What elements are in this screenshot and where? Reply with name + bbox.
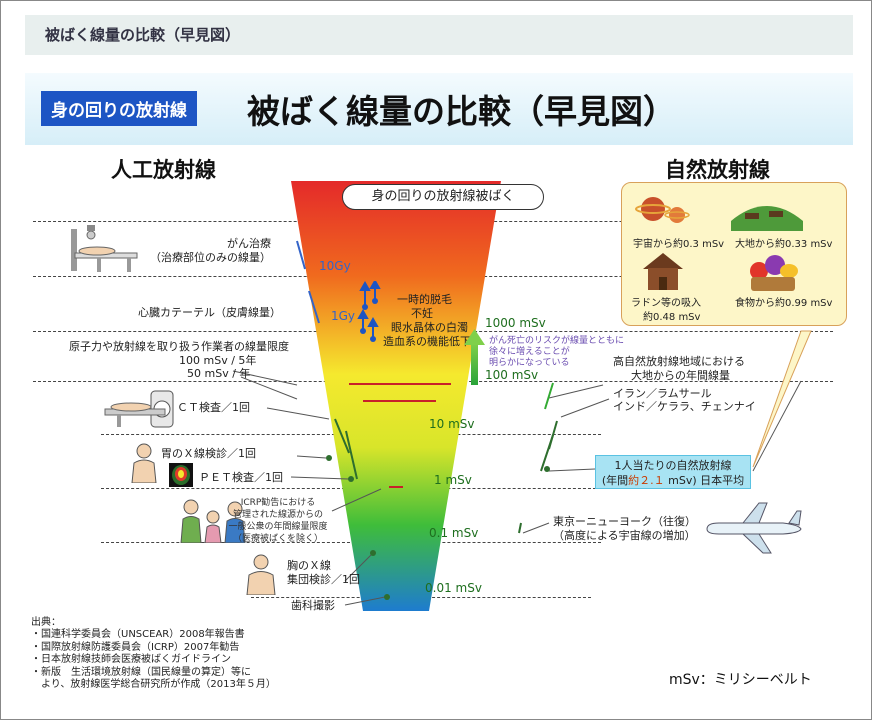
top-bar-title: 被ばく線量の比較（早見図） [45, 26, 241, 44]
radon-house-icon [643, 253, 683, 290]
tick-1gy: 1Gy [331, 309, 356, 323]
source-line: ・日本放射線技師会医療被ばくガイドライン [31, 654, 231, 666]
icrp-label-3: 一般公衆の年間線量限度 [228, 522, 328, 532]
funnel-title: 身の回りの放射線被ばく [342, 184, 544, 210]
source-line: より、放射線医学総合研究所が作成（2013年５月） [31, 679, 276, 691]
page-title: 被ばく線量の比較（早見図） [247, 92, 676, 131]
natural-heading: 自然放射線 [665, 158, 770, 182]
source-line: ・国際放射線防護委員会（ICRP）2007年勧告 [31, 641, 240, 653]
icrp-label-1: ICRP勧告における [240, 498, 316, 508]
ground-field-icon [731, 206, 803, 231]
natural-radon-label-1: ラドン等の吸入 [631, 298, 701, 309]
pet-scan-brain-icon [169, 463, 193, 487]
icrp-label-2: 管理された線源からの [232, 510, 323, 520]
effect-sterility: 不妊 [411, 307, 433, 320]
cancer-therapy-label: がん治療 [227, 237, 271, 250]
high-area-label-3: イラン／ラムサール [613, 387, 712, 400]
sources-list: 出典： ・国連科学委員会（UNSCEAR）2008年報告書 ・国際放射線防護委員… [31, 617, 276, 691]
funnel-body [291, 181, 501, 611]
artificial-heading: 人工放射線 [111, 158, 216, 182]
cancer-risk-note-3: 明らかになっている [489, 358, 570, 368]
japan-average-value: 約２.１ [628, 474, 665, 487]
ct-scanner-icon [104, 390, 174, 428]
chest-xray-label-1: 胸のＸ線 [287, 559, 331, 572]
worker-limit-5y: 100 mSv / 5年 [179, 354, 257, 367]
japan-average-line-2: (年間約２.１ mSv) 日本平均 [596, 473, 750, 488]
japan-average-line-1: 1人当たりの自然放射線 [614, 459, 732, 472]
space-planet-icon [635, 197, 690, 223]
worker-limit-label: 原子力や放射線を取り扱う作業者の線量限度 [69, 340, 289, 353]
japan-average-box: 1人当たりの自然放射線 (年間約２.１ mSv) 日本平均 [595, 455, 751, 489]
ct-label: ＣＴ検査／1回 [177, 401, 250, 414]
stomach-xray-person-icon [131, 443, 157, 483]
food-basket-icon [750, 255, 798, 291]
topic-badge: 身の回りの放射線 [41, 91, 197, 126]
sources-heading: 出典： [31, 617, 61, 628]
effect-cataract: 眼水晶体の白濁 [391, 321, 468, 334]
unit-note: mSv：ミリシーベルト [669, 672, 812, 688]
japan-average-post: mSv) 日本平均 [664, 474, 745, 487]
worker-limit-1y: 50 mSv / 年 [187, 367, 251, 380]
source-line: ・国連科学委員会（UNSCEAR）2008年報告書 [31, 629, 245, 641]
natural-radon-label-2: 約0.48 mSv [643, 312, 701, 323]
cancer-risk-arrow [464, 329, 485, 385]
family-icon [180, 499, 246, 543]
tick-10msv: 10 mSv [429, 417, 475, 431]
therapy-bed-icon [71, 225, 138, 272]
effect-arrows [357, 281, 381, 342]
icrp-label-4: （医療被ばくを除く） [232, 534, 323, 544]
chest-xray-person-icon [246, 554, 276, 595]
tick-1000msv: 1000 mSv [485, 316, 546, 330]
flight-label-1: 東京ーニューヨーク（往復） [553, 515, 696, 528]
high-area-label-2: 大地からの年間線量 [631, 369, 730, 382]
tick-10gy: 10Gy [319, 259, 351, 273]
natural-ground-label: 大地から約0.33 mSv [735, 239, 833, 250]
tick-0-01msv: 0.01 mSv [425, 581, 482, 595]
effect-hair-loss: 一時的脱毛 [397, 293, 452, 306]
natural-space-label: 宇宙から約0.3 mSv [633, 239, 725, 250]
pet-label: ＰＥＴ検査／1回 [199, 471, 283, 484]
japan-average-pre: (年間 [601, 474, 629, 487]
tick-0-1msv: 0.1 mSv [429, 526, 479, 540]
guide-line [101, 542, 601, 543]
high-area-label-1: 高自然放射線地域における [613, 355, 745, 368]
dental-label: 歯科撮影 [291, 599, 335, 612]
natural-food-label: 食物から約0.99 mSv [735, 298, 833, 309]
airplane-icon [706, 502, 802, 554]
tick-100msv: 100 mSv [485, 368, 539, 382]
dose-funnel [291, 181, 501, 611]
header-band: 身の回りの放射線 被ばく線量の比較（早見図） [25, 73, 853, 145]
cardiac-label: 心臓カテーテル（皮膚線量） [138, 306, 281, 319]
chest-xray-label-2: 集団検診／1回 [287, 573, 360, 586]
flight-label-2: （高度による宇宙線の増加） [553, 529, 696, 542]
high-area-label-4: インド／ケララ、チェンナイ [613, 400, 756, 413]
cancer-therapy-sub: （治療部位のみの線量） [150, 251, 271, 264]
effect-hematopoietic: 造血系の機能低下 [383, 335, 471, 348]
tick-1msv: 1 mSv [434, 473, 472, 487]
cancer-risk-note-1: がん死亡のリスクが線量とともに [489, 336, 625, 346]
source-line: ・新版 生活環境放射線（国民線量の算定）等に [31, 666, 251, 678]
cancer-risk-note-2: 徐々に増えることが [489, 347, 570, 357]
stomach-xray-label: 胃のＸ線検診／1回 [161, 447, 256, 460]
top-bar: 被ばく線量の比較（早見図） [25, 15, 853, 55]
